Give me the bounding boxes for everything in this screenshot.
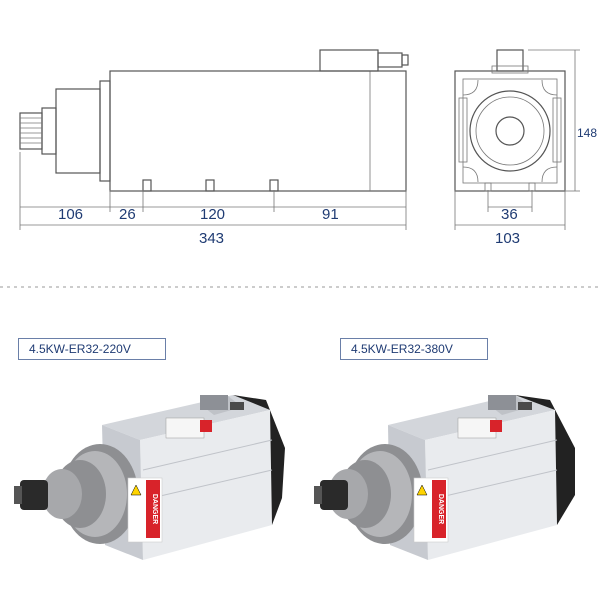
side-view-dimensions: [19, 152, 407, 230]
model-label-380v: 4.5KW-ER32-380V: [340, 338, 488, 360]
front-view-dimensions: [454, 49, 580, 230]
model-label-220v: 4.5KW-ER32-220V: [18, 338, 166, 360]
danger-label-380v: DANGER: [437, 494, 444, 524]
dim-26: 26: [119, 206, 136, 223]
side-view-outline: [19, 49, 409, 192]
dim-103: 103: [495, 230, 520, 247]
front-view-outline: [454, 49, 566, 192]
dim-120: 120: [200, 206, 225, 223]
dim-91: 91: [322, 206, 339, 223]
spindle-photo-380v: [314, 395, 575, 560]
spindle-photo-220v: [14, 395, 285, 560]
danger-label-220v: DANGER: [151, 494, 158, 524]
dim-343: 343: [199, 230, 224, 247]
dim-36: 36: [501, 206, 518, 223]
dim-148: 148: [577, 126, 597, 140]
dim-106: 106: [58, 206, 83, 223]
